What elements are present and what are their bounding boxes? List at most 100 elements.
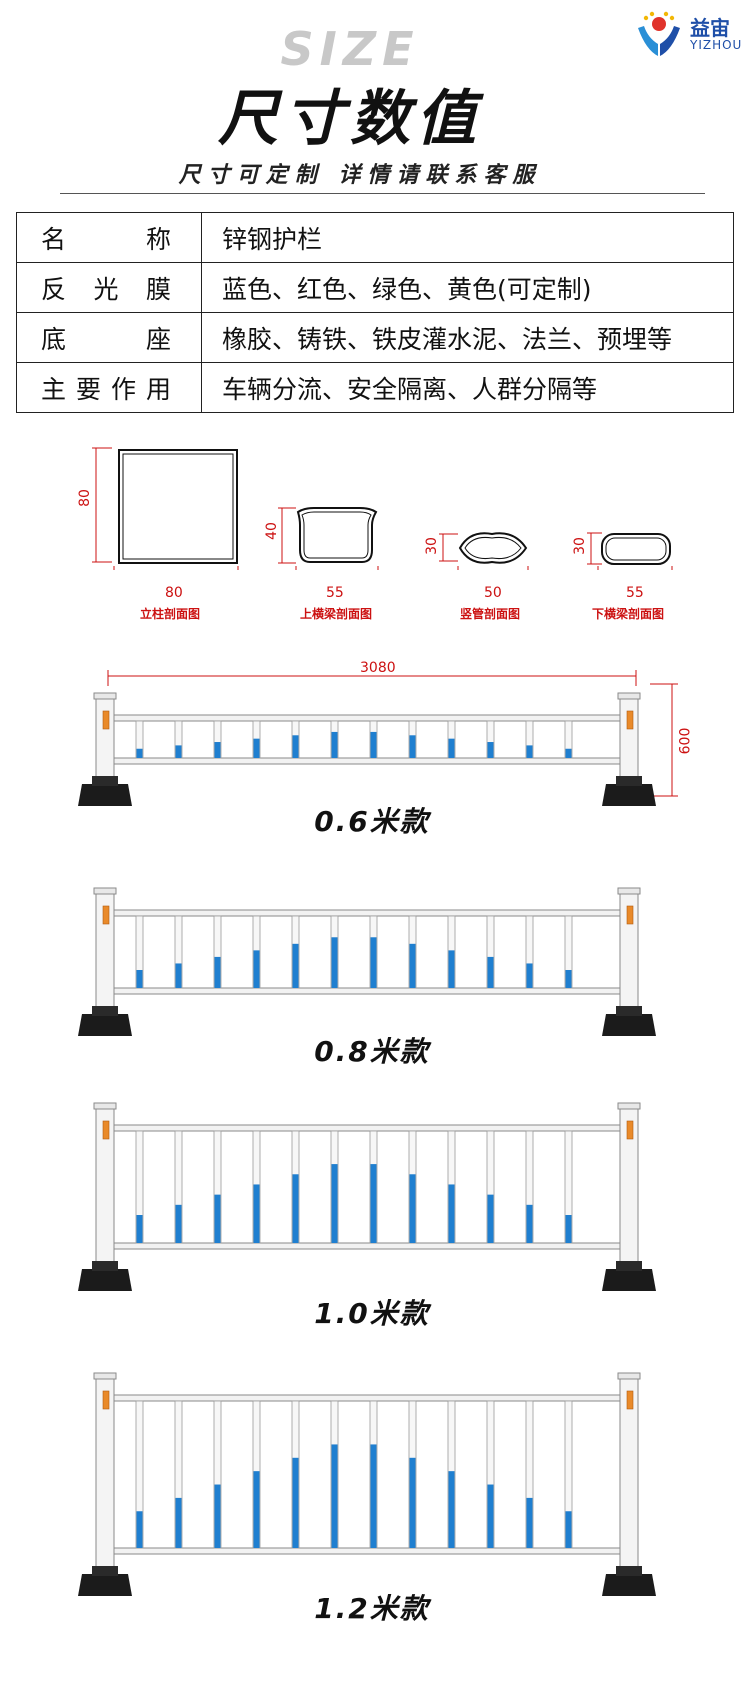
bottom-rail — [113, 757, 621, 765]
base-collar — [92, 776, 118, 786]
picket-reflective-strip — [175, 1497, 182, 1548]
table-row: 名称 锌钢护栏 — [16, 212, 734, 263]
section-width-label: 55 — [326, 585, 344, 601]
post — [619, 696, 639, 785]
post-cap — [93, 1102, 117, 1110]
picket-reflective-strip — [136, 970, 143, 988]
post-cap — [617, 1372, 641, 1380]
picket-reflective-strip — [526, 1204, 533, 1243]
section-caption: 立柱剖面图 — [140, 607, 201, 621]
post-cap — [617, 692, 641, 700]
reflector — [102, 905, 110, 925]
picket-reflective-strip — [370, 1444, 377, 1548]
picket-reflective-strip — [565, 1511, 572, 1548]
top-rail — [113, 714, 621, 722]
cross-section-diagrams — [92, 447, 673, 570]
model-label: 0.8米款 — [314, 1035, 430, 1068]
spec-table: 名称 锌钢护栏 反光膜 蓝色、红色、绿色、黄色(可定制) 底座 橡胶、铸铁、铁皮… — [16, 212, 734, 413]
table-row: 反光膜 蓝色、红色、绿色、黄色(可定制) — [16, 262, 734, 313]
picket-reflective-strip — [253, 1471, 260, 1548]
base — [78, 1269, 132, 1291]
picket-reflective-strip — [214, 742, 221, 758]
section-height-label: 80 — [76, 489, 93, 507]
picket-reflective-strip — [526, 963, 533, 988]
picket-reflective-strip — [214, 1194, 221, 1243]
picket-reflective-strip — [175, 1204, 182, 1243]
picket-reflective-strip — [214, 956, 221, 988]
bottom-rail — [113, 1547, 621, 1555]
model-label: 1.0米款 — [314, 1297, 430, 1330]
picket-reflective-strip — [175, 745, 182, 758]
post-cap — [93, 692, 117, 700]
post-cap — [617, 1102, 641, 1110]
spec-value: 车辆分流、安全隔离、人群分隔等 — [201, 362, 734, 413]
picket-reflective-strip — [565, 1215, 572, 1243]
picket-reflective-strip — [487, 1194, 494, 1243]
picket-reflective-strip — [136, 748, 143, 758]
picket-reflective-strip — [331, 731, 338, 758]
picket-reflective-strip — [409, 943, 416, 988]
page-subtitle: 尺寸可定制 详情请联系客服 — [178, 163, 542, 188]
reflector — [626, 905, 634, 925]
base — [78, 1574, 132, 1596]
page-title: 尺寸数值 — [218, 84, 482, 154]
picket-reflective-strip — [448, 738, 455, 758]
reflector — [626, 1390, 634, 1410]
picket-reflective-strip — [331, 1164, 338, 1243]
section-height-label: 40 — [263, 522, 280, 540]
picket-reflective-strip — [253, 950, 260, 988]
top-rail — [113, 1394, 621, 1402]
post-cap — [93, 887, 117, 895]
brand-name-en: YIZHOU — [690, 38, 743, 52]
fence-diagram-1-0m — [78, 1102, 656, 1291]
base-collar — [616, 1566, 642, 1576]
reflector — [102, 1120, 110, 1140]
fence-dimension-lines — [107, 670, 678, 797]
spec-label: 主要作用 — [16, 362, 202, 413]
picket-reflective-strip — [136, 1215, 143, 1243]
table-row: 主要作用 车辆分流、安全隔离、人群分隔等 — [16, 362, 734, 413]
spec-value: 锌钢护栏 — [201, 212, 734, 263]
section-caption: 下横梁剖面图 — [592, 607, 665, 621]
top-rail — [113, 1124, 621, 1132]
picket-reflective-strip — [331, 1444, 338, 1548]
post-cap — [93, 1372, 117, 1380]
base-collar — [92, 1006, 118, 1016]
picket-reflective-strip — [370, 937, 377, 988]
picket-reflective-strip — [487, 742, 494, 758]
section-caption: 上横梁剖面图 — [300, 607, 373, 621]
base-collar — [616, 776, 642, 786]
spec-value: 橡胶、铸铁、铁皮灌水泥、法兰、预埋等 — [201, 312, 734, 363]
picket-reflective-strip — [526, 745, 533, 758]
bottom-rail — [113, 1242, 621, 1250]
picket-reflective-strip — [331, 937, 338, 988]
picket-reflective-strip — [565, 970, 572, 988]
picket-reflective-strip — [292, 735, 299, 758]
base — [78, 1014, 132, 1036]
spec-label: 反光膜 — [16, 262, 202, 313]
brand-name: 益宙 — [690, 16, 730, 40]
picket-reflective-strip — [136, 1511, 143, 1548]
size-watermark: SIZE — [280, 22, 420, 76]
picket-reflective-strip — [409, 1174, 416, 1243]
base — [602, 1014, 656, 1036]
spec-label: 名称 — [16, 212, 202, 263]
base — [602, 1269, 656, 1291]
picket-reflective-strip — [448, 1471, 455, 1548]
picket-reflective-strip — [292, 943, 299, 988]
section-width-label: 50 — [484, 585, 502, 601]
section-height-label: 30 — [423, 537, 440, 555]
picket-reflective-strip — [409, 1457, 416, 1548]
base — [602, 784, 656, 806]
section-height-label: 30 — [571, 537, 588, 555]
post — [95, 696, 115, 785]
model-label: 0.6米款 — [314, 805, 430, 838]
base — [602, 1574, 656, 1596]
fence-length-label: 3080 — [360, 660, 396, 676]
section-width-label: 80 — [165, 585, 183, 601]
base-collar — [616, 1261, 642, 1271]
top-rail — [113, 909, 621, 917]
picket-reflective-strip — [487, 956, 494, 988]
fence-diagram-1-2m — [78, 1372, 656, 1596]
picket-reflective-strip — [565, 748, 572, 758]
